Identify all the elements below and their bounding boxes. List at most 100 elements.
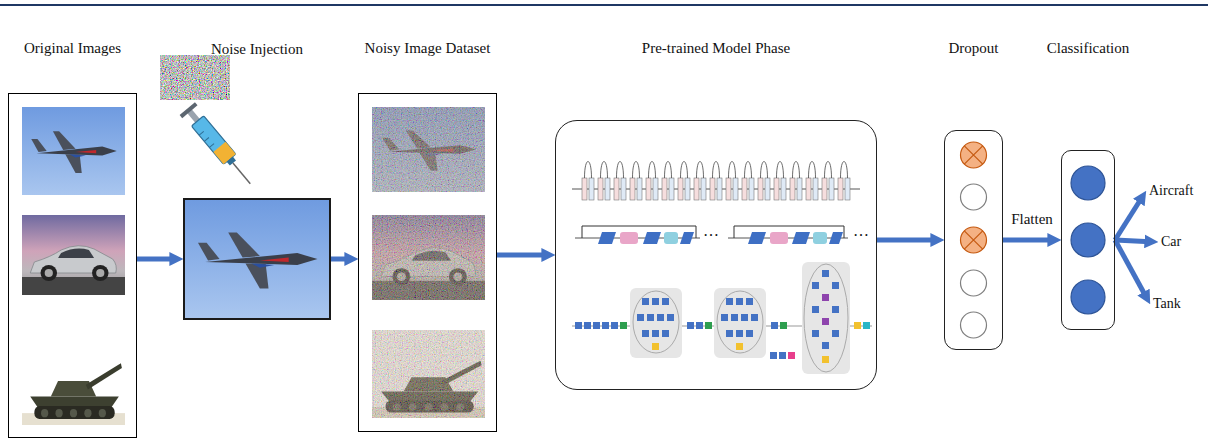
illustration-part — [580, 146, 852, 206]
illustration-part — [372, 107, 485, 192]
illustration-part — [372, 215, 485, 300]
illustration-part — [964, 231, 982, 249]
illustration-part — [647, 314, 654, 321]
ellipsis-mark: … — [853, 222, 869, 240]
dropout-layer: Dropout — [944, 130, 1003, 350]
illustration-part — [832, 306, 839, 313]
edge-label: Flatten — [1011, 211, 1053, 228]
flow-arrow — [497, 253, 547, 258]
ellipsis-mark: … — [703, 222, 719, 240]
illustration-part — [964, 146, 982, 164]
illustration-part — [736, 343, 743, 350]
resnet-sketch — [572, 146, 860, 206]
illustration-part — [717, 291, 763, 353]
illustration-part — [1071, 280, 1105, 314]
illustration-part — [788, 352, 795, 359]
flow-arrow — [1115, 240, 1146, 297]
model-panel: Pre-trained Model Phase — [555, 120, 877, 390]
illustration-part — [771, 322, 778, 329]
illustration-part — [687, 322, 694, 329]
top-rule — [0, 4, 1208, 6]
illustration-part — [620, 322, 627, 329]
illustration-part — [372, 107, 485, 192]
noise-injection-art — [160, 55, 329, 318]
illustration-part — [199, 131, 204, 135]
illustration-part — [726, 298, 733, 305]
illustration-part — [602, 322, 609, 329]
stage-heading: Original Images — [24, 39, 121, 57]
noisy-images — [372, 107, 485, 418]
image-panel: Noisy Image Dataset — [358, 93, 497, 432]
illustration-part — [822, 342, 829, 349]
image-panel: Original Images — [8, 93, 137, 438]
illustration-part — [372, 107, 485, 192]
illustration-part — [736, 298, 743, 305]
illustration-part — [620, 232, 638, 244]
dropout-units — [961, 142, 987, 338]
illustration-part — [642, 330, 649, 337]
illustration-part — [746, 298, 753, 305]
illustration-part — [832, 282, 839, 289]
flow-arrow — [1115, 240, 1150, 242]
illustration-part — [372, 330, 485, 418]
illustration-part — [372, 215, 485, 300]
illustration-part — [633, 291, 679, 353]
illustration-part — [204, 137, 209, 141]
illustration-part — [593, 322, 600, 329]
illustration-part — [652, 298, 659, 305]
illustration-part — [746, 330, 753, 337]
node-text: Aircraft — [1149, 183, 1194, 199]
stage-heading: Noise Injection — [211, 40, 303, 58]
node-text: Tank — [1153, 296, 1181, 312]
illustration-part — [736, 330, 743, 337]
class-label: Tank — [1150, 294, 1184, 314]
illustration-part — [714, 288, 766, 358]
illustration-part — [780, 322, 787, 329]
node-text: Car — [1161, 234, 1182, 250]
illustration-part — [22, 107, 125, 195]
illustration-part — [822, 270, 829, 277]
illustration-part — [637, 314, 644, 321]
stage-heading: Dropout — [949, 39, 999, 57]
illustration-part — [652, 343, 659, 350]
illustration-part — [372, 330, 485, 418]
illustration-part — [721, 314, 728, 321]
illustration-part — [751, 314, 758, 321]
illustration-part — [180, 102, 258, 190]
illustration-part — [598, 232, 616, 244]
illustration-part — [652, 330, 659, 337]
illustration-part — [961, 142, 987, 168]
illustration-part — [233, 163, 250, 184]
stage-heading: Noisy Image Dataset — [365, 39, 491, 57]
illustration-part — [832, 330, 839, 337]
illustration-part — [662, 330, 669, 337]
illustration-part — [741, 314, 748, 321]
illustration-part — [180, 102, 198, 118]
illustration-part — [185, 200, 329, 318]
illustration-part — [792, 232, 810, 244]
illustration-part — [642, 298, 649, 305]
illustration-part — [575, 322, 582, 329]
illustration-part — [680, 232, 694, 244]
illustration-part — [822, 318, 829, 325]
class-label: Car — [1158, 232, 1185, 252]
illustration-part — [802, 262, 850, 374]
illustration-part — [667, 314, 674, 321]
illustration-part — [734, 226, 844, 238]
illustration-part — [779, 352, 786, 359]
illustration-part — [584, 322, 591, 329]
illustration-part — [630, 288, 682, 358]
illustration-part — [705, 322, 712, 329]
stage-heading: Classification — [1047, 39, 1130, 57]
flow-arrow — [137, 257, 175, 262]
illustration-part — [731, 314, 738, 321]
illustration-part — [22, 330, 125, 425]
illustration-part — [812, 330, 819, 337]
inception-sketch — [572, 262, 872, 374]
flow-arrow — [331, 257, 350, 262]
flow-arrow — [1003, 238, 1053, 243]
illustration-part — [961, 312, 987, 338]
illustration-part — [812, 282, 819, 289]
illustration-part — [748, 232, 766, 244]
illustration-part — [822, 356, 829, 363]
